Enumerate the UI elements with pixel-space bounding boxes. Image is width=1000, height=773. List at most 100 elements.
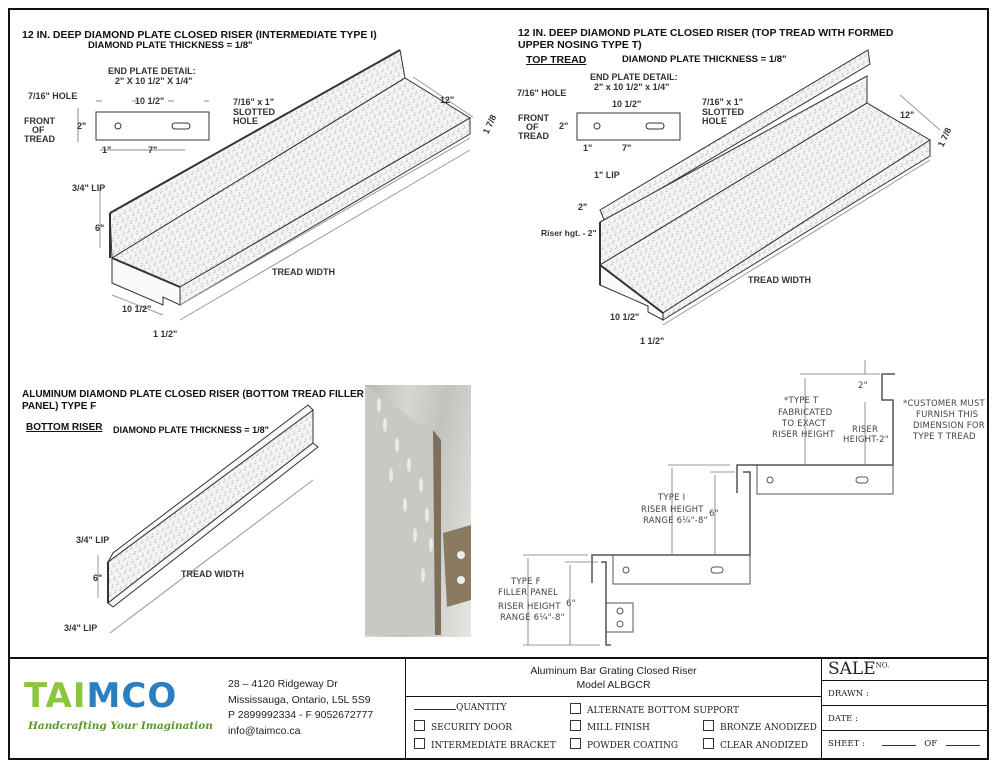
plate-width-label: 10 1/2"	[612, 99, 642, 109]
stair-section-diagram	[523, 360, 895, 646]
sale-no-label: NO.	[875, 661, 890, 670]
address-line: Mississauga, Ontario, L5L 5S9	[228, 693, 371, 706]
address-line: 28 – 4120 Ridgeway Dr	[228, 678, 338, 690]
top-tread-title: 12 IN. DEEP DIAMOND PLATE CLOSED RISER (…	[518, 27, 894, 39]
slot-label: 7/16" x 1"	[233, 97, 275, 107]
front-label: TREAD	[24, 134, 55, 144]
sale-no-field[interactable]: SALENO.	[822, 659, 989, 681]
logo-green-part: TAI	[24, 676, 87, 716]
contact-block: 28 – 4120 Ridgeway Dr Mississauga, Ontar…	[228, 677, 373, 739]
option-checkbox[interactable]: SECURITY DOOR	[414, 720, 512, 733]
bottom-riser-title: ALUMINUM DIAMOND PLATE CLOSED RISER (BOT…	[22, 389, 364, 400]
tread-depth-label: 12"	[440, 95, 455, 105]
front-label: FRONT	[24, 116, 55, 126]
company-info: TAIMCO Handcrafting Your Imagination 28 …	[8, 659, 405, 760]
type-t-note: *TYPE T	[784, 396, 819, 406]
bottom-riser-drawing	[97, 404, 319, 634]
top-tread-subtitle: TOP TREAD	[526, 54, 587, 66]
tagline: Handcrafting Your Imagination	[28, 720, 213, 732]
sheet-border	[8, 8, 989, 760]
height-label: 6"	[93, 573, 103, 583]
option-label: MILL FINISH	[587, 723, 650, 733]
drawn-field[interactable]: DRAWN :	[822, 681, 989, 706]
end-plate-title: END PLATE DETAIL:	[590, 72, 678, 82]
sheet-field[interactable]: SHEET : OF	[822, 731, 989, 749]
type-f-note: RISER HEIGHT	[498, 602, 561, 612]
option-label: ALTERNATE BOTTOM SUPPORT	[587, 706, 740, 716]
front-label: FRONT	[518, 113, 549, 123]
option-checkbox[interactable]: INTERMEDIATE BRACKET	[414, 738, 556, 751]
lip-label: 3/4" LIP	[72, 183, 106, 193]
top-tread-title: UPPER NOSING TYPE T)	[518, 39, 642, 51]
end-plate-size: 2" x 10 1/2" x 1/4"	[594, 82, 670, 92]
slot-label: 7/16" x 1"	[702, 97, 744, 107]
intermediate-riser-title: 12 IN. DEEP DIAMOND PLATE CLOSED RISER (…	[22, 29, 377, 41]
thickness-note: DIAMOND PLATE THICKNESS = 1/8"	[113, 425, 269, 435]
email-link[interactable]: info@taimco.ca	[228, 724, 301, 737]
logo-blue-part: MCO	[86, 676, 178, 716]
option-label: BRONZE ANODIZED	[720, 723, 817, 733]
option-label: CLEAR ANODIZED	[720, 741, 809, 751]
customer-note: FURNISH THIS	[916, 410, 979, 420]
slot-label: HOLE	[233, 116, 259, 126]
option-checkbox[interactable]: ALTERNATE BOTTOM SUPPORT	[570, 703, 739, 716]
nose-label: 1 1/2"	[640, 336, 665, 346]
type-i-note: RANGE 6¼"-8"	[643, 516, 708, 526]
sheet-label: SHEET :	[828, 739, 865, 749]
dim-label: 7"	[148, 145, 158, 155]
type-t-note: FABRICATED	[778, 408, 833, 418]
phone-fax: P 2899992334 - F 9052672777	[228, 709, 374, 721]
logo-text: TAIMCO	[24, 676, 177, 716]
depth-label: 10 1/2"	[610, 312, 640, 322]
tread-width-label: TREAD WIDTH	[272, 267, 335, 277]
title-block: TAIMCO Handcrafting Your Imagination 28 …	[8, 657, 989, 762]
riser-label: Riser hgt. - 2"	[541, 228, 597, 238]
type-i-note: RISER HEIGHT	[641, 505, 704, 515]
slot-label: SLOTTED	[702, 107, 744, 117]
riser-minus-label: RISER	[852, 425, 879, 435]
depth-label: 10 1/2"	[122, 304, 152, 314]
front-label: OF	[526, 122, 539, 132]
plate-height-label: 2"	[559, 121, 569, 131]
top-tread-riser-drawing	[576, 49, 941, 326]
tread-width-label: TREAD WIDTH	[181, 569, 244, 579]
front-label: OF	[32, 125, 45, 135]
tread-width-label: TREAD WIDTH	[748, 275, 811, 285]
product-block: Aluminum Bar Grating Closed Riser Model …	[405, 659, 822, 760]
date-field[interactable]: DATE :	[822, 706, 989, 731]
lip-label: 1" LIP	[594, 170, 620, 180]
option-checkbox[interactable]: CLEAR ANODIZED	[703, 738, 808, 751]
type-f-note: TYPE F	[511, 577, 541, 587]
of-label: OF	[924, 739, 938, 749]
option-checkbox[interactable]: BRONZE ANODIZED	[703, 720, 817, 733]
customer-note: *CUSTOMER MUST	[903, 399, 985, 409]
lip-height-label: 2"	[578, 202, 588, 212]
option-label: INTERMEDIATE BRACKET	[431, 741, 556, 751]
dim-label: 7"	[622, 143, 632, 153]
plate-height-label: 2"	[77, 121, 87, 131]
customer-note: DIMENSION FOR	[913, 421, 985, 431]
option-label: SECURITY DOOR	[431, 723, 513, 733]
sheet-info: SALENO. DRAWN : DATE : SHEET : OF	[822, 659, 989, 760]
nose-label: 1 1/2"	[153, 329, 178, 339]
end-plate-title: END PLATE DETAIL:	[108, 66, 196, 76]
top-dim-label: 2"	[858, 381, 868, 391]
tread-depth-label: 12"	[900, 110, 915, 120]
slot-label: HOLE	[702, 116, 728, 126]
quantity-field[interactable]: QUANTITY	[414, 703, 507, 713]
type-i-note: TYPE I	[658, 493, 686, 503]
thickness-note: DIAMOND PLATE THICKNESS = 1/8"	[622, 54, 787, 65]
type-f-dim: 6"	[566, 599, 576, 609]
type-t-note: RISER HEIGHT	[772, 430, 835, 440]
bottom-riser-subtitle: BOTTOM RISER	[26, 422, 103, 433]
option-checkbox[interactable]: POWDER COATING	[570, 738, 678, 751]
dim-label: 1"	[583, 143, 593, 153]
intermediate-riser-drawing	[77, 49, 474, 321]
riser-label: 6"	[95, 223, 105, 233]
type-f-note: FILLER PANEL	[498, 588, 559, 598]
type-i-dim: 6"	[709, 509, 719, 519]
option-checkbox[interactable]: MILL FINISH	[570, 720, 650, 733]
hole-label: 7/16" HOLE	[28, 91, 78, 101]
